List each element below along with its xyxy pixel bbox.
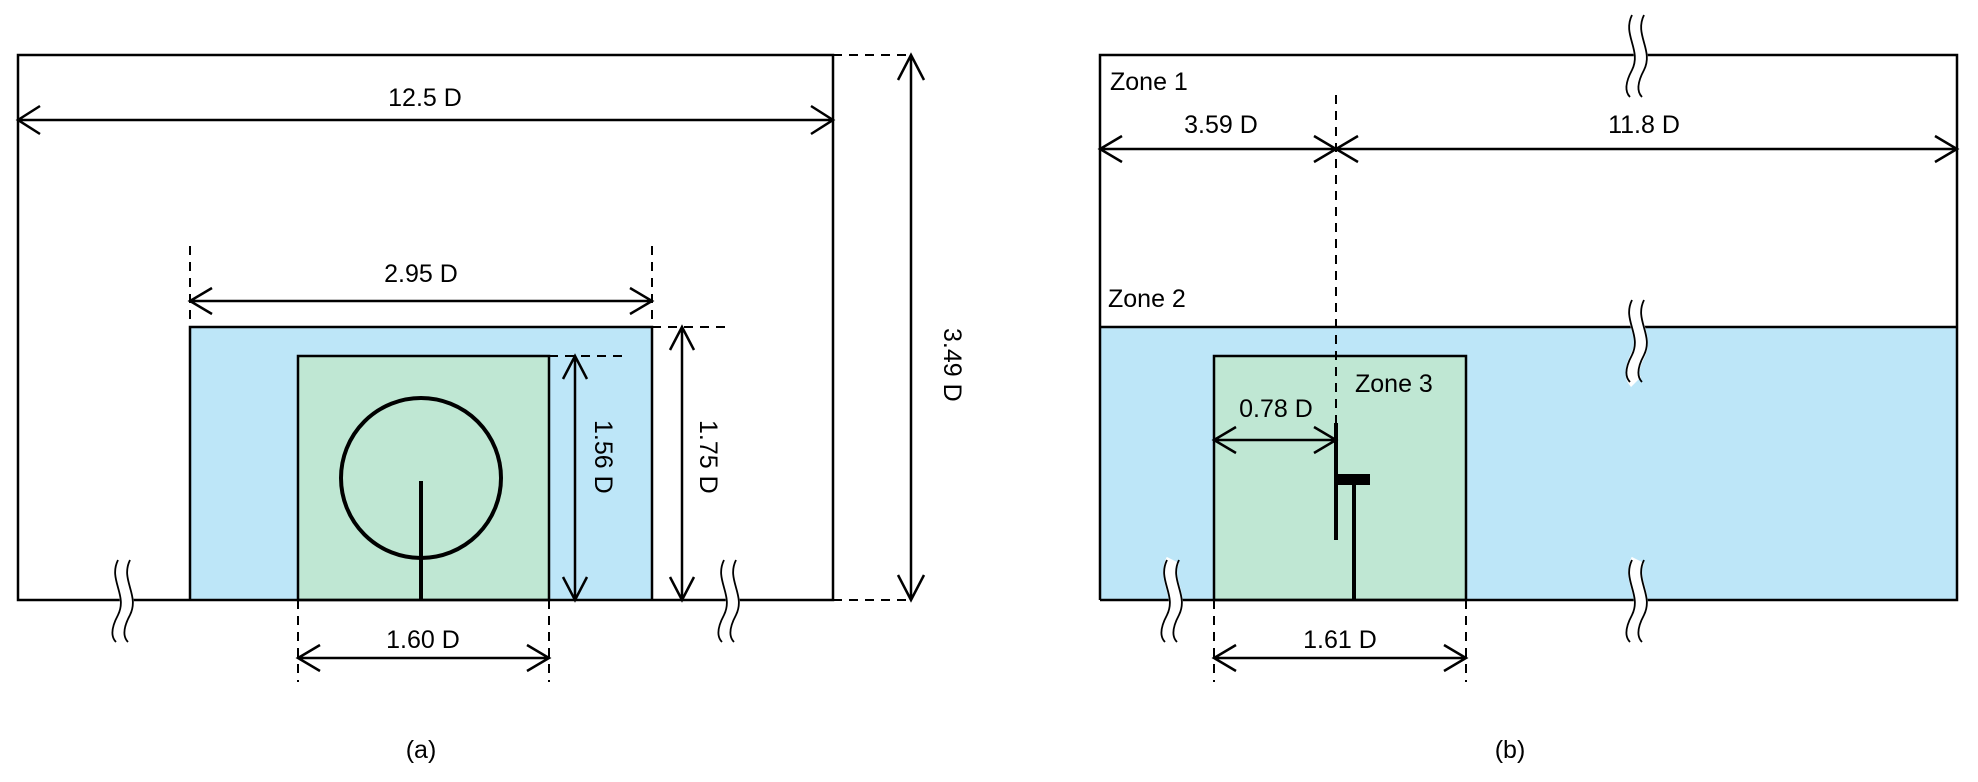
domain-outline: [1098, 53, 1959, 602]
dim-rotor-offset: 0.78 D: [1211, 395, 1339, 455]
dim-label: 3.59 D: [1184, 111, 1258, 139]
caption-a: (a): [406, 736, 437, 764]
dim-domain-height: 3.49 D: [833, 52, 966, 603]
dim-zone2-width: 2.95 D: [187, 246, 655, 327]
zone2-label: Zone 2: [1108, 285, 1186, 313]
dim-zone2-height: 1.75 D: [652, 324, 732, 603]
dim-downstream-length: 11.8 D: [1333, 111, 1960, 164]
panel-b: Zone 1 Zone 2 Zone 3 3.59 D 11.8 D 0.78 …: [1097, 15, 1960, 764]
zone2-outline: [188, 325, 654, 600]
dim-domain-length: 12.5 D: [15, 84, 836, 136]
panel-a: 12.5 D 3.49 D 2.95 D 1.75 D 1.56 D: [15, 52, 966, 764]
dim-zone3-width: 1.60 D: [295, 600, 552, 682]
zone3-region: [296, 354, 551, 602]
nacelle: [1336, 474, 1370, 485]
dim-label: 1.60 D: [386, 626, 460, 654]
dim-label: 0.78 D: [1239, 395, 1313, 423]
dim-upstream-length: 3.59 D: [1097, 111, 1339, 164]
zone1-label: Zone 1: [1110, 68, 1188, 96]
dim-zone3-width: 1.61 D: [1211, 600, 1469, 682]
dim-label: 11.8 D: [1608, 111, 1680, 139]
dim-zone3-height: 1.56 D: [549, 353, 627, 603]
dim-label: 1.56 D: [589, 420, 617, 494]
caption-b: (b): [1495, 736, 1526, 764]
dim-label: 2.95 D: [384, 260, 458, 288]
zone3-label: Zone 3: [1355, 370, 1433, 398]
dim-label: 3.49 D: [938, 328, 966, 402]
dim-label: 12.5 D: [388, 84, 462, 112]
dim-label: 1.75 D: [694, 420, 722, 494]
dim-label: 1.61 D: [1303, 626, 1377, 654]
